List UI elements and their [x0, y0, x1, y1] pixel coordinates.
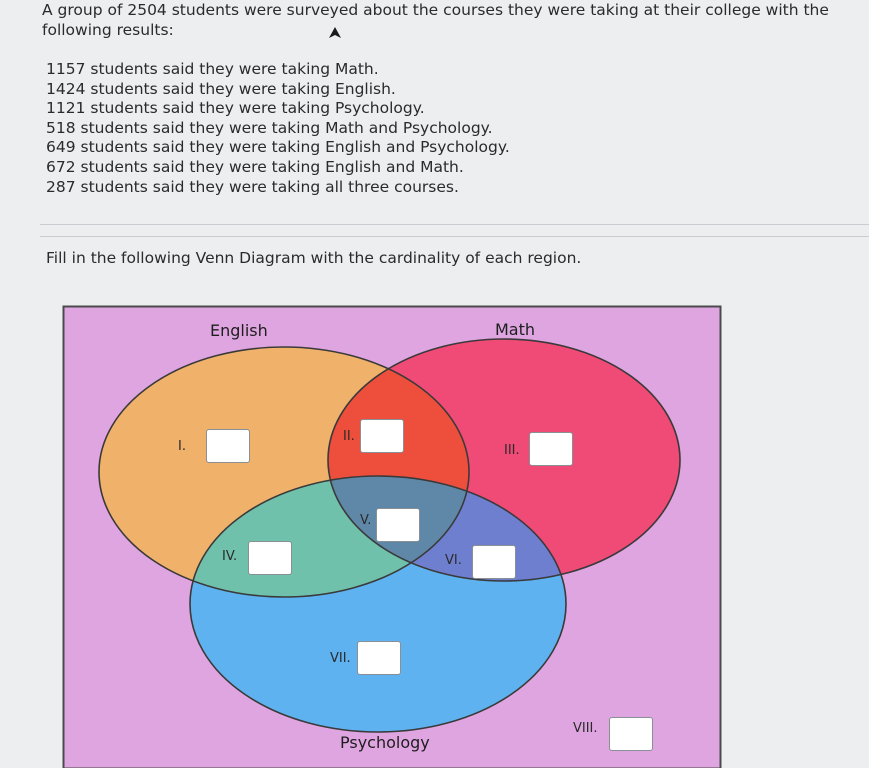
math-set-label: Math	[495, 320, 536, 339]
region-5-input[interactable]	[376, 508, 420, 542]
region-7-label: VII.	[330, 651, 351, 666]
region-3-input[interactable]	[529, 432, 573, 466]
english-set-label: English	[210, 321, 268, 340]
region-6-input[interactable]	[472, 545, 516, 579]
region-3-label: III.	[504, 443, 520, 458]
region-2-label: II.	[343, 429, 355, 444]
fact-item: 649 students said they were taking Engli…	[46, 138, 510, 157]
region-1-input[interactable]	[206, 429, 250, 463]
english-psychology-overlap	[190, 476, 469, 597]
region-6-label: VI.	[445, 553, 462, 568]
english-outline	[98, 346, 470, 598]
divider	[40, 236, 869, 237]
fact-item: 1424 students said they were taking Engl…	[46, 79, 396, 98]
mouse-cursor-icon	[329, 27, 341, 38]
region-4-input[interactable]	[248, 541, 292, 575]
instructions: Fill in the following Venn Diagram with …	[46, 249, 582, 267]
math-outline	[327, 338, 681, 582]
fact-item: 1157 students said they were taking Math…	[46, 60, 379, 78]
region-7-input[interactable]	[357, 641, 401, 675]
region-2-input[interactable]	[360, 419, 404, 453]
region-4-label: IV.	[222, 549, 238, 564]
region-8-label: VIII.	[573, 721, 598, 736]
problem-intro: A group of 2504 students were surveyed a…	[42, 1, 829, 39]
region-8-input[interactable]	[609, 717, 653, 751]
fact-item: 672 students said they were taking Engli…	[46, 157, 464, 176]
divider	[40, 224, 869, 225]
region-5-label: V.	[360, 513, 372, 528]
math-psychology-overlap	[328, 476, 566, 581]
region-1-label: I.	[178, 439, 186, 454]
psychology-set-label: Psychology	[340, 733, 430, 752]
fact-item: 287 students said they were taking all t…	[46, 177, 459, 196]
fact-item: 518 students said they were taking Math …	[46, 118, 493, 137]
fact-item: 1121 students said they were taking Psyc…	[46, 99, 425, 118]
venn-diagram: English Math Psychology I. II. III. IV. …	[62, 305, 722, 768]
psychology-outline	[189, 475, 567, 733]
survey-facts-list: 1157 students said they were taking Math…	[46, 60, 510, 197]
